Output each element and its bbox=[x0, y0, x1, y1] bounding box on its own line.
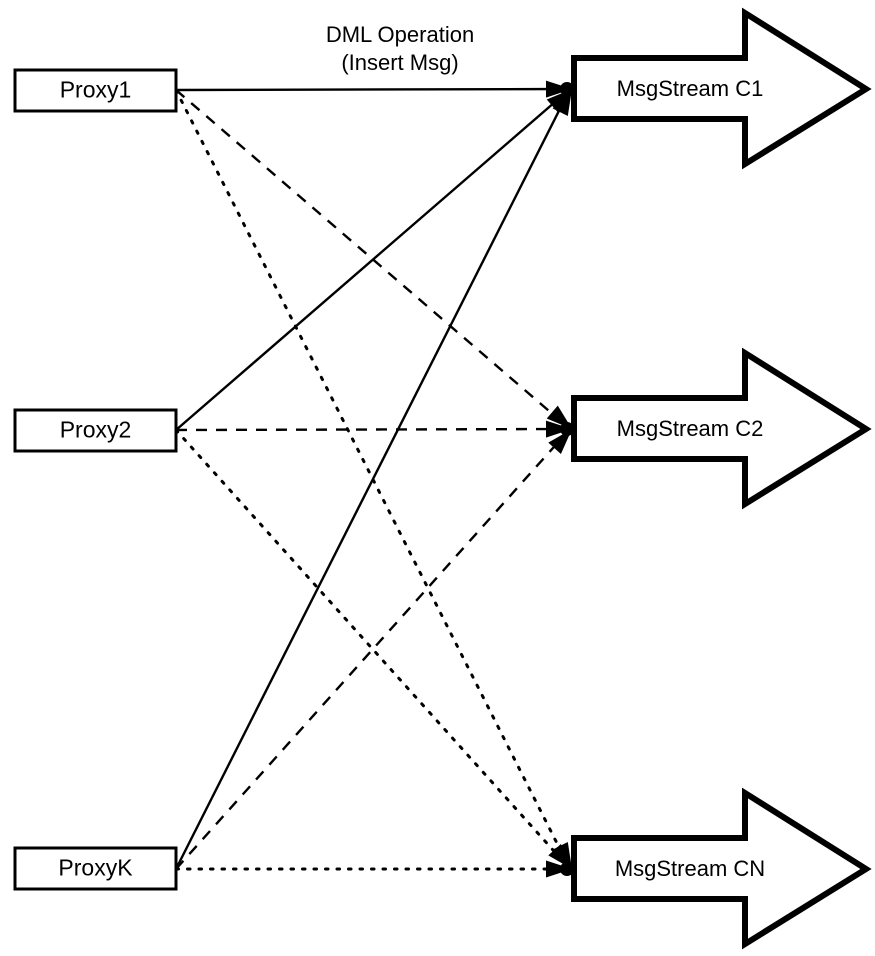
stream-node-msgstream-c2[interactable]: MsgStream C2 bbox=[571, 347, 872, 510]
stream-arrow-shape-msgstream-cn[interactable] bbox=[571, 787, 872, 950]
edge-proxyk-to-msgstream-c2[interactable] bbox=[175, 428, 571, 870]
proxy-node-proxy1[interactable]: Proxy1 bbox=[13, 68, 178, 113]
stream-label-msgstream-cn: MsgStream CN bbox=[615, 856, 765, 881]
arrowhead-cluster-msgstream-c2 bbox=[560, 422, 574, 436]
arrowhead-proxy1-to-msgstream-c1 bbox=[545, 80, 572, 98]
proxy-label-proxy2: Proxy2 bbox=[60, 417, 132, 443]
proxy-node-proxyk[interactable]: ProxyK bbox=[13, 846, 178, 891]
proxy-box-proxy1[interactable] bbox=[13, 68, 178, 113]
proxy-box-proxyk[interactable] bbox=[13, 846, 178, 891]
arrowhead-proxy2-to-msgstream-c2 bbox=[545, 420, 572, 438]
proxy-label-proxy1: Proxy1 bbox=[60, 77, 132, 103]
stream-label-msgstream-c1: MsgStream C1 bbox=[617, 76, 764, 101]
arrowhead-cluster-msgstream-cn bbox=[560, 862, 574, 876]
edges-layer bbox=[174, 87, 572, 871]
captions-layer: DML Operation (Insert Msg) bbox=[326, 22, 474, 75]
arrowhead-cluster-msgstream-c1 bbox=[560, 82, 574, 96]
dml-caption-line2: (Insert Msg) bbox=[341, 50, 458, 75]
stream-arrow-shape-msgstream-c1[interactable] bbox=[571, 7, 872, 170]
stream-label-msgstream-c2: MsgStream C2 bbox=[617, 416, 764, 441]
proxy-node-proxy2[interactable]: Proxy2 bbox=[13, 408, 178, 453]
edge-proxy1-to-msgstream-c2[interactable] bbox=[175, 89, 571, 430]
edge-proxy1-to-msgstream-c1[interactable] bbox=[175, 87, 571, 92]
edge-proxyk-to-msgstream-c1[interactable] bbox=[174, 88, 572, 870]
arrowheads-layer bbox=[545, 80, 574, 878]
stream-node-msgstream-c1[interactable]: MsgStream C1 bbox=[571, 7, 872, 170]
proxy-box-proxy2[interactable] bbox=[13, 408, 178, 453]
proxy-label-proxyk: ProxyK bbox=[58, 855, 133, 881]
edge-proxy2-to-msgstream-c2[interactable] bbox=[175, 427, 571, 432]
streams-layer: MsgStream C1 MsgStream C2 MsgStream CN bbox=[571, 7, 872, 950]
edge-proxy2-to-msgstream-c1[interactable] bbox=[175, 88, 571, 431]
arrowhead-proxyk-to-msgstream-cn bbox=[546, 860, 572, 878]
stream-arrow-shape-msgstream-c2[interactable] bbox=[571, 347, 872, 510]
stream-node-msgstream-cn[interactable]: MsgStream CN bbox=[571, 787, 872, 950]
dml-caption-line1: DML Operation bbox=[326, 22, 474, 47]
